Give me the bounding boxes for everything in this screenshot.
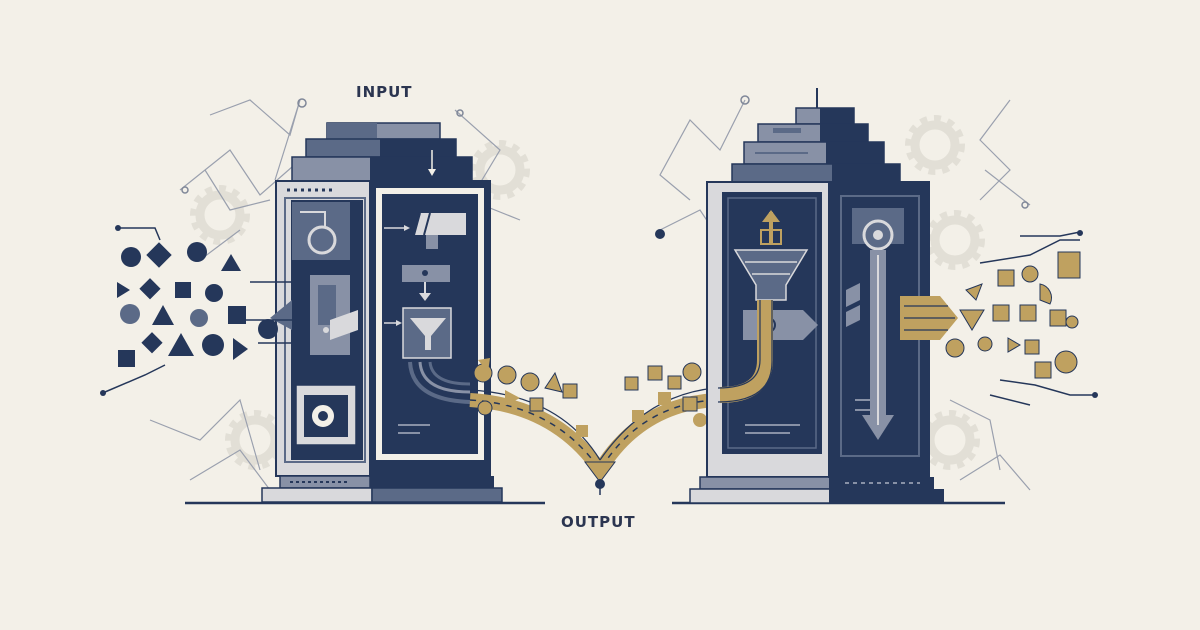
gear-icon [193, 188, 247, 242]
output-line-nodes [1077, 230, 1098, 398]
gear-icon [923, 413, 977, 467]
output-data-shapes [945, 251, 1081, 379]
input-data-lines [104, 227, 292, 393]
input-line-nodes [100, 225, 121, 396]
input-machine [261, 122, 503, 503]
output-label: OUTPUT [561, 513, 636, 531]
gear-icon [928, 213, 982, 267]
network-node [655, 229, 665, 239]
input-label: INPUT [356, 83, 413, 101]
output-data-lines [979, 231, 1095, 406]
output-machine [689, 88, 958, 504]
input-data-shapes [117, 242, 292, 367]
gear-icon [228, 413, 282, 467]
network-nodes [181, 95, 1029, 209]
network-lines-right [454, 99, 1031, 491]
network-lines-left [149, 99, 301, 491]
gear-icon [908, 118, 962, 172]
gold-output-flow [469, 358, 728, 495]
